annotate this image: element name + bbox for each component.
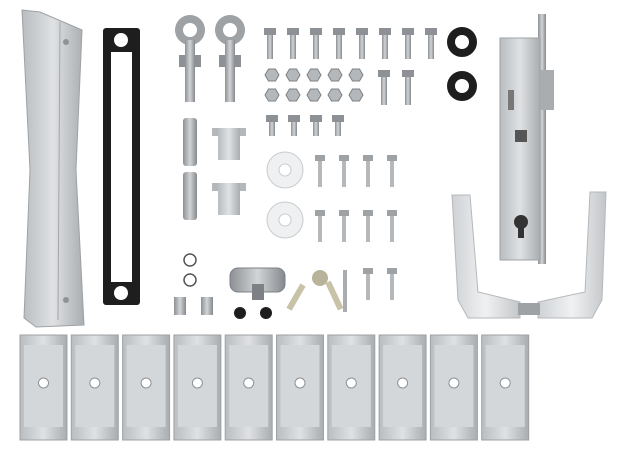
hex-bolt-icon bbox=[266, 115, 278, 122]
hex-bolt-icon bbox=[288, 115, 300, 122]
self-tapping-screw-icon bbox=[339, 155, 349, 161]
hex-bolt-icon-shank bbox=[290, 35, 296, 59]
self-tapping-screw-icon-shank bbox=[366, 161, 370, 187]
hex-bolt-icon-shank bbox=[269, 122, 275, 136]
hex-bolt-icon-shank bbox=[313, 122, 319, 136]
hex-bolt-icon-shank bbox=[405, 77, 411, 105]
rubber-ring-icon bbox=[447, 71, 477, 101]
hex-nut-icon bbox=[264, 68, 280, 82]
self-tapping-screw-icon-shank bbox=[390, 274, 394, 300]
self-tapping-screw-icon bbox=[339, 210, 349, 216]
hex-bolt-icon bbox=[310, 115, 322, 122]
hex-bolt-icon-shank bbox=[359, 35, 365, 59]
bushing-icon-body bbox=[218, 128, 240, 160]
circlip-icon bbox=[183, 273, 197, 287]
hex-nut-icon bbox=[285, 88, 301, 102]
mounting-bracket-hole bbox=[448, 377, 460, 389]
hex-nut-icon bbox=[264, 88, 280, 102]
post-profile-icon bbox=[21, 9, 85, 328]
mortise-lock-icon bbox=[499, 14, 554, 264]
key-icon bbox=[286, 270, 344, 311]
hex-bolt-icon bbox=[379, 28, 391, 35]
hex-bolt-icon-shank bbox=[313, 35, 319, 59]
hex-bolt-icon bbox=[264, 28, 276, 35]
rubber-ring-icon bbox=[447, 27, 477, 57]
hex-bolt-icon bbox=[402, 28, 414, 35]
mounting-bracket-hole bbox=[243, 377, 255, 389]
hex-bolt-icon-shank bbox=[336, 35, 342, 59]
mounting-bracket-hole bbox=[294, 377, 306, 389]
eye-bolt-icon-shank bbox=[185, 40, 195, 102]
hex-bolt-icon-shank bbox=[335, 122, 341, 136]
hex-bolt-icon-shank bbox=[267, 35, 273, 59]
hex-bolt-icon-shank bbox=[405, 35, 411, 59]
self-tapping-screw-icon bbox=[363, 268, 373, 274]
bushing-icon-body bbox=[218, 183, 240, 215]
self-tapping-screw-icon-shank bbox=[342, 216, 346, 242]
hex-bolt-icon bbox=[332, 115, 344, 122]
hex-bolt-icon bbox=[310, 28, 322, 35]
bushing-icon bbox=[174, 297, 186, 315]
rubber-frame-icon bbox=[103, 28, 140, 305]
hex-bolt-icon bbox=[287, 28, 299, 35]
mounting-bracket-hole bbox=[191, 377, 203, 389]
self-tapping-screw-icon bbox=[387, 268, 397, 274]
hex-nut-icon bbox=[348, 68, 364, 82]
self-tapping-screw-icon bbox=[315, 210, 325, 216]
mounting-bracket-hole bbox=[499, 377, 511, 389]
self-tapping-screw-icon bbox=[363, 155, 373, 161]
hex-nut-icon bbox=[348, 88, 364, 102]
circlip-icon bbox=[183, 253, 197, 267]
lever-handle-icon bbox=[451, 191, 607, 319]
pin-icon bbox=[343, 270, 347, 312]
hex-bolt-icon-shank bbox=[428, 35, 434, 59]
hex-bolt-icon bbox=[402, 70, 414, 77]
hex-bolt-icon bbox=[425, 28, 437, 35]
hex-nut-icon bbox=[306, 68, 322, 82]
end-cap-icon bbox=[260, 307, 272, 319]
hex-bolt-icon-shank bbox=[381, 77, 387, 105]
clear-washer-hole bbox=[278, 213, 292, 227]
hex-bolt-icon bbox=[333, 28, 345, 35]
hex-bolt-icon-shank bbox=[382, 35, 388, 59]
mounting-bracket-hole bbox=[397, 377, 409, 389]
clear-washer-hole bbox=[278, 163, 292, 177]
self-tapping-screw-icon-shank bbox=[318, 161, 322, 187]
hex-bolt-icon-shank bbox=[291, 122, 297, 136]
euro-cylinder-icon bbox=[229, 267, 286, 300]
mounting-bracket-hole bbox=[345, 377, 357, 389]
hex-nut-icon bbox=[327, 68, 343, 82]
self-tapping-screw-icon bbox=[315, 155, 325, 161]
self-tapping-screw-icon-shank bbox=[366, 216, 370, 242]
hex-bolt-icon bbox=[378, 70, 390, 77]
self-tapping-screw-icon-shank bbox=[390, 161, 394, 187]
mounting-bracket-hole bbox=[140, 377, 152, 389]
hex-bolt-icon bbox=[356, 28, 368, 35]
hex-nut-icon bbox=[327, 88, 343, 102]
bushing-icon bbox=[201, 297, 213, 315]
hex-nut-icon bbox=[306, 88, 322, 102]
eye-bolt-icon bbox=[215, 15, 245, 45]
self-tapping-screw-icon-shank bbox=[366, 274, 370, 300]
self-tapping-screw-icon bbox=[387, 210, 397, 216]
self-tapping-screw-icon-shank bbox=[318, 216, 322, 242]
self-tapping-screw-icon bbox=[387, 155, 397, 161]
mounting-bracket-hole bbox=[38, 377, 49, 389]
self-tapping-screw-icon-shank bbox=[342, 161, 346, 187]
self-tapping-screw-icon-shank bbox=[390, 216, 394, 242]
pin-icon bbox=[183, 118, 197, 166]
eye-bolt-icon-shank bbox=[225, 40, 235, 102]
pin-icon bbox=[183, 172, 197, 220]
self-tapping-screw-icon bbox=[363, 210, 373, 216]
mounting-bracket-hole bbox=[89, 377, 101, 389]
end-cap-icon bbox=[234, 307, 246, 319]
eye-bolt-icon bbox=[175, 15, 205, 45]
hex-nut-icon bbox=[285, 68, 301, 82]
